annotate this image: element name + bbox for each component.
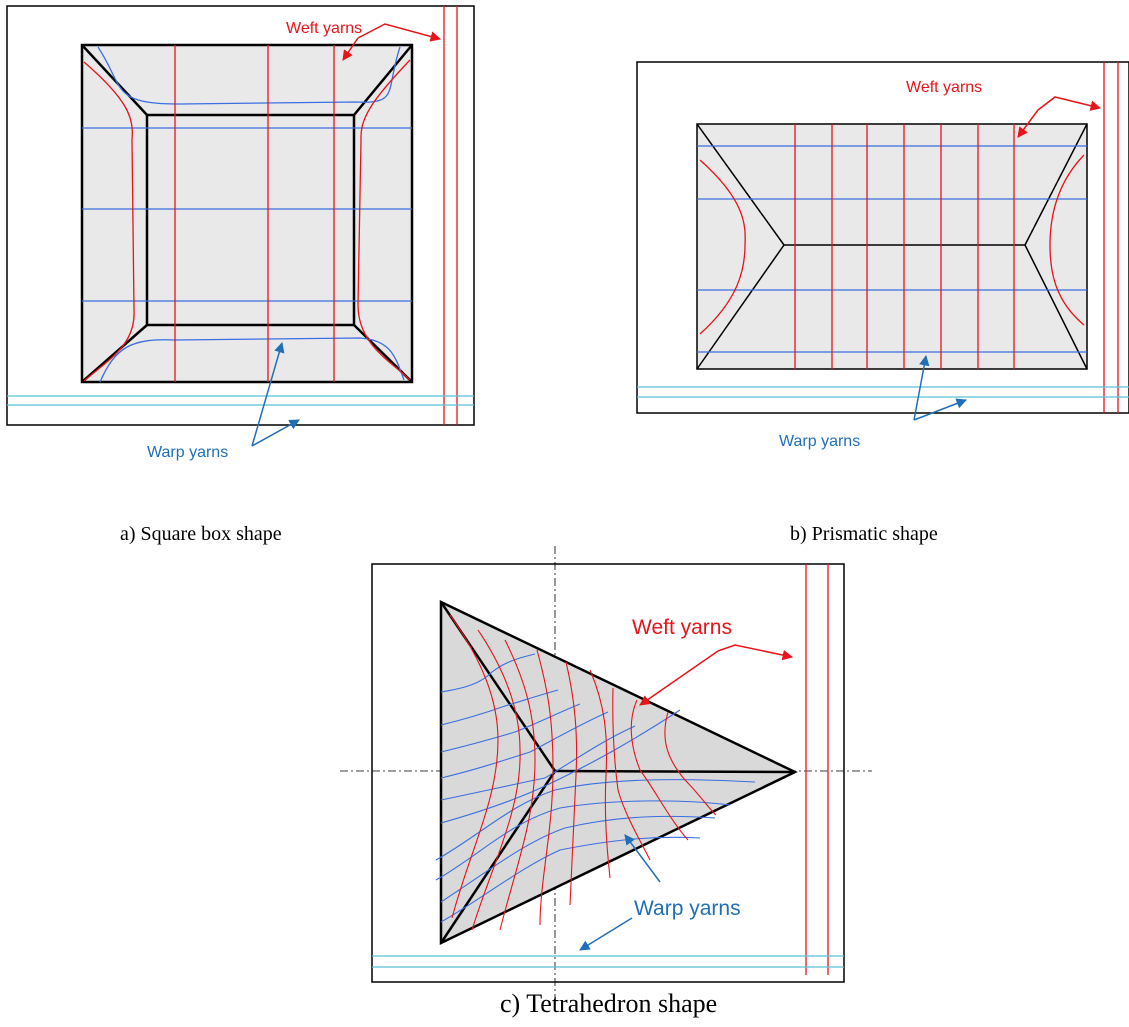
panel-c-outer-weft-lines	[805, 564, 829, 975]
panel-c-warp-arrow-to-inner	[624, 834, 661, 883]
panel-b-weft-arrow-to-inner	[1017, 109, 1039, 138]
panel-a-warp-label: Warp yarns	[147, 444, 228, 461]
panel-c-outer-warp-lines	[372, 955, 844, 968]
panel-c-weft-yarns	[449, 614, 717, 931]
panel-b-ridge-edges	[696, 123, 1088, 370]
panel-a-warp-arrow-to-outer	[251, 419, 300, 447]
panel-prismatic: Weft yarns Warp yarns b) Prismatic shape	[636, 61, 1129, 545]
panel-a-box-bottom	[145, 113, 356, 327]
panel-b-weft-arrow-to-outer	[1037, 96, 1102, 111]
panel-b-warp-label: Warp yarns	[779, 433, 860, 450]
panel-b-outer-weft-lines	[1103, 62, 1119, 413]
panel-b-weft-label: Weft yarns	[906, 79, 982, 96]
panel-b-weft-yarns	[699, 124, 1085, 369]
panel-a-warp-yarns	[82, 46, 412, 383]
panel-b-outer-warp-lines	[637, 386, 1129, 398]
panel-b-warp-arrow-to-outer	[913, 398, 967, 421]
panel-b-caption: b) Prismatic shape	[790, 523, 938, 545]
panel-a-weft-label: Weft yarns	[286, 20, 362, 37]
panel-b-warp-yarns	[697, 145, 1087, 353]
panel-c-warp-yarns	[435, 653, 756, 923]
panel-a-outer-warp-lines	[7, 395, 474, 406]
panel-c-warp-label: Warp yarns	[634, 897, 741, 920]
panel-a-weft-arrow-to-inner	[342, 37, 359, 61]
panel-a-outer-weft-lines	[443, 6, 458, 425]
panel-a-weft-yarns	[83, 45, 411, 382]
panel-square-box: Weft yarns Warp yarns a) Square box shap…	[6, 5, 475, 545]
panel-a-caption: a) Square box shape	[120, 523, 282, 545]
panel-c-caption: c) Tetrahedron shape	[500, 989, 717, 1018]
panel-c-weft-arrow-to-inner	[639, 650, 719, 706]
panel-b-blank-outline	[696, 123, 1088, 370]
panel-c-weft-arrow-to-outer	[717, 644, 794, 661]
panel-b-warp-arrow-to-inner	[913, 354, 930, 421]
panel-tetrahedron: Weft yarns Warp yarns c) Tetrahedron sha…	[340, 546, 872, 1018]
panel-a-weft-arrow-to-outer	[357, 23, 442, 42]
panel-c-warp-arrow-to-outer	[579, 917, 633, 951]
panel-c-weft-label: Weft yarns	[632, 616, 732, 639]
panel-a-warp-arrow-to-inner	[251, 341, 285, 447]
